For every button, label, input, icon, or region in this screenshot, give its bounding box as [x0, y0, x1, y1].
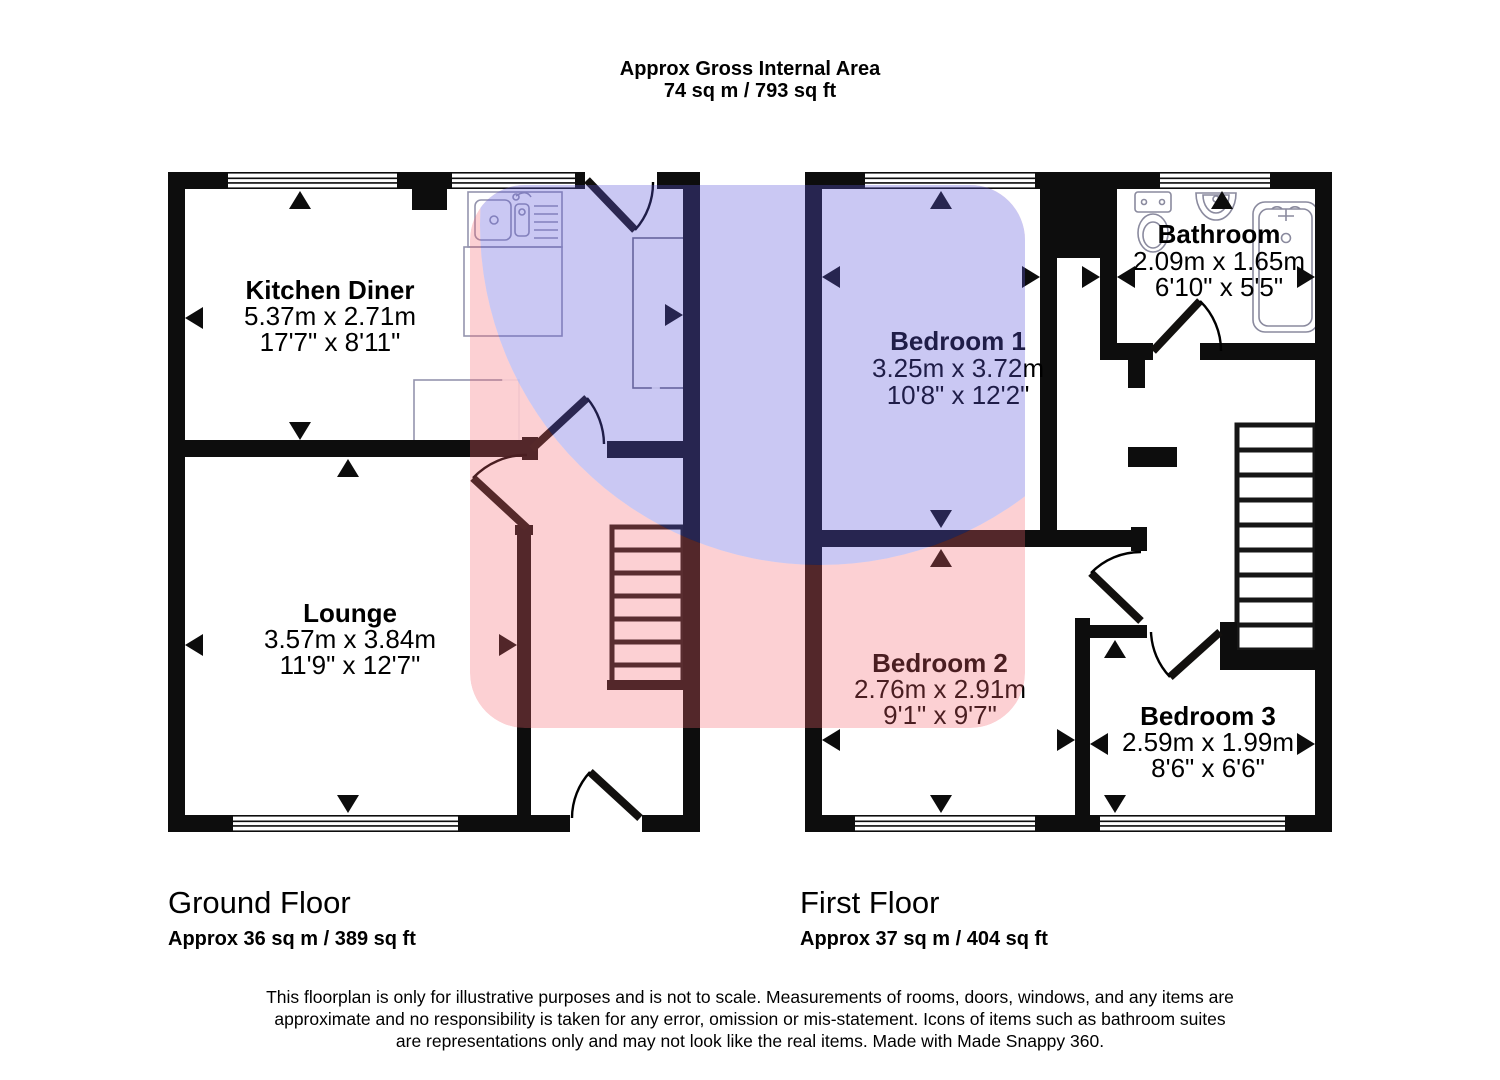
door-leaves [470, 177, 1223, 821]
measure-arrow-up-icon [1211, 191, 1233, 209]
window [233, 816, 458, 831]
measure-arrow-up-icon [930, 191, 952, 209]
svg-text:9'1" x 9'7": 9'1" x 9'7" [883, 700, 997, 730]
room-label-bedroom-3: Bedroom 3 2.59m x 1.99m 8'6" x 6'6" [1122, 701, 1294, 783]
watermark-stamp [470, 185, 1025, 728]
page-title-line1: Approx Gross Internal Area [620, 58, 881, 80]
measurement-arrows [185, 191, 1315, 813]
svg-text:Bedroom 3: Bedroom 3 [1140, 701, 1276, 731]
window [1160, 173, 1270, 188]
room-label-bathroom: Bathroom 2.09m x 1.65m 6'10" x 5'5" [1133, 219, 1305, 302]
front-doorway [570, 814, 642, 833]
svg-text:10'8" x 12'2": 10'8" x 12'2" [887, 380, 1030, 410]
svg-text:3.25m x 3.72m: 3.25m x 3.72m [872, 353, 1044, 383]
svg-text:8'6" x 6'6": 8'6" x 6'6" [1151, 753, 1265, 783]
window [1100, 816, 1285, 831]
measure-arrow-up-icon [930, 549, 952, 567]
room-labels: Kitchen Diner 5.37m x 2.71m 17'7" x 8'11… [244, 219, 1305, 783]
windows [228, 173, 1285, 831]
svg-text:5.37m x 2.71m: 5.37m x 2.71m [244, 301, 416, 331]
svg-text:2.59m x 1.99m: 2.59m x 1.99m [1122, 727, 1294, 757]
room-label-kitchen-diner: Kitchen Diner 5.37m x 2.71m 17'7" x 8'11… [244, 275, 416, 357]
measure-arrow-right-icon [1082, 266, 1100, 288]
measure-arrow-down-icon [930, 510, 952, 528]
room-label-bedroom-1: Bedroom 1 3.25m x 3.72m 10'8" x 12'2" [872, 326, 1044, 410]
first-floor-name: First Floor [800, 885, 940, 920]
window [228, 173, 397, 188]
disclaimer-line3: are representations only and may not loo… [396, 1031, 1104, 1051]
measure-arrow-right-icon [1022, 266, 1040, 288]
svg-text:2.76m x 2.91m: 2.76m x 2.91m [854, 674, 1026, 704]
measure-arrow-right-icon [1297, 266, 1315, 288]
disclaimer: This floorplan is only for illustrative … [266, 987, 1234, 1051]
lounge-door [470, 475, 530, 531]
measure-arrow-down-icon [1104, 795, 1126, 813]
svg-text:17'7" x 8'11": 17'7" x 8'11" [260, 327, 401, 357]
door-swing-arcs [472, 181, 1223, 819]
measure-arrow-right-icon [665, 304, 683, 326]
svg-text:Kitchen Diner: Kitchen Diner [245, 275, 414, 305]
measure-arrow-right-icon [1297, 733, 1315, 755]
measure-arrow-up-icon [337, 459, 359, 477]
bedroom3-door [1167, 629, 1223, 680]
svg-text:Bedroom 2: Bedroom 2 [872, 648, 1008, 678]
watermark-word-top: ILL [600, 325, 774, 419]
window [865, 173, 1035, 188]
window [452, 173, 575, 188]
measure-arrow-left-icon [822, 729, 840, 751]
window [855, 816, 1035, 831]
measure-arrow-left-icon [822, 266, 840, 288]
watermark-pink-square [470, 185, 1025, 728]
measure-arrow-left-icon [1090, 733, 1108, 755]
kitchen-hall-door [529, 395, 590, 452]
watermark-blue-circle [480, 185, 1025, 565]
measure-arrow-left-icon [185, 307, 203, 329]
ground-floor-name: Ground Floor [168, 885, 351, 920]
svg-text:Bathroom: Bathroom [1158, 219, 1281, 249]
bathroom-door [1150, 298, 1203, 354]
back-doorway [585, 171, 657, 190]
measure-arrow-up-icon [1104, 640, 1126, 658]
measure-arrow-right-icon [499, 634, 517, 656]
first-floor-area: Approx 37 sq m / 404 sq ft [800, 928, 1048, 950]
floor-captions: Ground Floor Approx 36 sq m / 389 sq ft … [168, 885, 1048, 950]
measure-arrow-left-icon [1117, 266, 1135, 288]
walls-layer [168, 171, 1332, 833]
measure-arrow-down-icon [289, 422, 311, 440]
measure-arrow-up-icon [289, 191, 311, 209]
ground-floor-area: Approx 36 sq m / 389 sq ft [168, 928, 416, 950]
measure-arrow-down-icon [337, 795, 359, 813]
svg-text:Lounge: Lounge [303, 598, 397, 628]
bedroom2-door [1088, 570, 1144, 624]
front-door [587, 769, 643, 821]
svg-text:6'10" x 5'5": 6'10" x 5'5" [1155, 272, 1283, 302]
back-door [584, 177, 638, 233]
room-label-lounge: Lounge 3.57m x 3.84m 11'9" x 12'7" [264, 598, 436, 680]
kitchen-unit [463, 246, 563, 337]
page-title-line2: 74 sq m / 793 sq ft [664, 80, 837, 102]
page-header: Approx Gross Internal Area 74 sq m / 793… [620, 58, 881, 102]
room-label-bedroom-2: Bedroom 2 2.76m x 2.91m 9'1" x 9'7" [854, 648, 1026, 730]
first-staircase [1234, 422, 1318, 653]
disclaimer-line1: This floorplan is only for illustrative … [266, 987, 1234, 1007]
disclaimer-line2: approximate and no responsibility is tak… [274, 1009, 1226, 1029]
measure-arrow-right-icon [1057, 729, 1075, 751]
svg-text:2.09m x 1.65m: 2.09m x 1.65m [1133, 246, 1305, 276]
measure-arrow-down-icon [930, 795, 952, 813]
measure-arrow-left-icon [185, 634, 203, 656]
svg-text:11'9" x 12'7": 11'9" x 12'7" [280, 650, 421, 680]
svg-text:3.57m x 3.84m: 3.57m x 3.84m [264, 624, 436, 654]
toilet-icon [1134, 191, 1172, 253]
svg-text:Bedroom 1: Bedroom 1 [890, 326, 1026, 356]
